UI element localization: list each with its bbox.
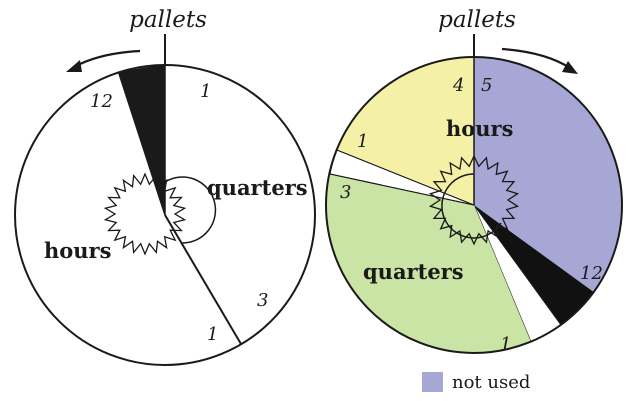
legend: not used [422, 372, 530, 393]
right-number-3: 3 [340, 182, 351, 203]
right-not-used-slice [474, 57, 622, 292]
right-number-4: 4 [452, 75, 464, 96]
right-divider-b [329, 173, 475, 206]
left-quarters-label: quarters [207, 175, 308, 200]
left-pallets-label: pallets [129, 7, 207, 33]
right-number-1-left: 1 [357, 131, 368, 152]
right-hours-slice [337, 57, 474, 205]
right-number-5: 5 [481, 75, 492, 96]
left-hours-gear [103, 172, 187, 256]
right-hours-gear [428, 154, 520, 246]
left-divider-line [164, 214, 242, 345]
left-number-3: 3 [257, 290, 268, 311]
left-number-1-bottom: 1 [207, 324, 218, 345]
right-rotation-arrowhead [562, 61, 578, 74]
right-number-1-bottom: 1 [500, 334, 511, 355]
left-number-12: 12 [90, 91, 113, 112]
right-black-slice [474, 205, 594, 325]
right-hours-label: hours [446, 116, 513, 141]
left-clock-diagram: pallets 12 1 quarters hours 3 1 [14, 7, 316, 366]
legend-label-not-used: not used [452, 372, 530, 393]
left-black-slice [117, 64, 166, 216]
right-pallets-label: pallets [438, 7, 516, 33]
right-clock-diagram: pallets 5 4 hours 1 3 quarters 12 1 [325, 7, 623, 355]
right-quarters-arc [441, 173, 502, 239]
left-rotation-arrow [73, 49, 141, 68]
left-number-1-top: 1 [200, 81, 211, 102]
right-quarters-label: quarters [363, 259, 464, 284]
left-rotation-arrowhead [66, 60, 82, 72]
legend-swatch-not-used [422, 372, 443, 392]
left-hours-label: hours [44, 238, 111, 263]
right-number-12: 12 [580, 263, 603, 284]
left-quarters-arc [164, 176, 217, 244]
right-divider-a [336, 149, 475, 206]
right-rotation-arrow [501, 47, 571, 69]
right-quarters-slice [326, 174, 531, 354]
